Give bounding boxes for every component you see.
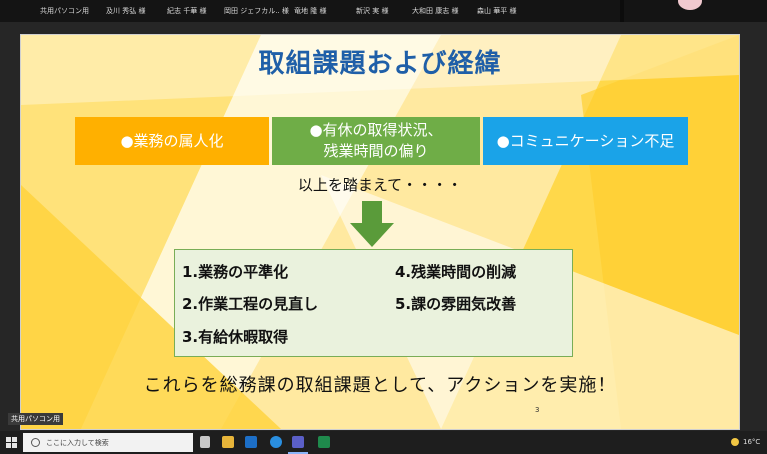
outlook-icon[interactable] xyxy=(245,436,257,448)
action-item: 3.有給休暇取得 xyxy=(182,328,289,346)
edge-icon[interactable] xyxy=(270,436,282,448)
participant-name[interactable]: 森山 華平 様 xyxy=(477,7,517,15)
search-icon xyxy=(31,438,40,447)
active-app-indicator xyxy=(288,452,308,454)
issue-box-green: ●有休の取得状況、 残業時間の偏り xyxy=(272,117,480,165)
taskbar: ここに入力して検索 16°C xyxy=(0,431,767,454)
task-view-icon[interactable] xyxy=(200,436,210,448)
issue-box-orange: ●業務の属人化 xyxy=(75,117,269,165)
conclusion-text: これらを総務課の取組課題として、アクションを実施！ xyxy=(143,375,617,396)
search-placeholder: ここに入力して検索 xyxy=(46,438,109,447)
action-list-box: 1.業務の平準化 4.残業時間の削減 2.作業工程の見直し 5.課の雰囲気改善 … xyxy=(174,249,573,357)
issue-label: ●有休の取得状況、 xyxy=(309,121,443,139)
participant-name[interactable]: 共用パソコン用 xyxy=(40,7,89,15)
down-arrow-icon xyxy=(350,201,394,247)
transition-text: 以上を踏まえて・・・・ xyxy=(297,176,463,194)
issue-box-blue: ●コミュニケーション不足 xyxy=(483,117,688,165)
presenter-label: 共用パソコン用 xyxy=(8,413,63,425)
issue-label: 残業時間の偏り xyxy=(323,142,429,160)
windows-start-icon[interactable] xyxy=(6,437,17,448)
action-item: 5.課の雰囲気改善 xyxy=(395,295,517,313)
teams-icon[interactable] xyxy=(292,436,304,448)
action-item: 1.業務の平準化 xyxy=(182,263,289,281)
issue-label: ●コミュニケーション不足 xyxy=(496,131,675,150)
participant-name[interactable]: 紀志 千華 様 xyxy=(167,7,207,15)
weather-icon xyxy=(731,438,739,446)
taskbar-search-input[interactable]: ここに入力して検索 xyxy=(23,433,193,452)
weather-temperature[interactable]: 16°C xyxy=(743,438,761,446)
file-explorer-icon[interactable] xyxy=(222,436,234,448)
presentation-slide: 取組課題および経緯 ●業務の属人化 ●有休の取得状況、 残業時間の偏り ●コミュ… xyxy=(20,34,740,430)
issue-label: ●業務の属人化 xyxy=(120,131,224,150)
participant-strip: 共用パソコン用 及川 秀弘 様 紀志 千華 様 岡田 ジェフカル.. 様 竜地 … xyxy=(0,0,767,22)
participant-name[interactable]: 竜地 隆 様 xyxy=(294,7,327,15)
participant-name[interactable]: 大和田 康志 様 xyxy=(412,7,459,15)
slide-title: 取組課題および経緯 xyxy=(258,49,502,79)
excel-icon[interactable] xyxy=(318,436,330,448)
page-number: 3 xyxy=(535,406,540,414)
action-item: 2.作業工程の見直し xyxy=(182,295,319,313)
participant-name[interactable]: 岡田 ジェフカル.. 様 xyxy=(224,7,289,15)
participant-name[interactable]: 及川 秀弘 様 xyxy=(106,7,146,15)
strip-divider xyxy=(620,0,624,22)
action-item: 4.残業時間の削減 xyxy=(395,263,517,281)
participant-name[interactable]: 新沢 実 様 xyxy=(356,7,389,15)
avatar[interactable] xyxy=(678,0,702,10)
